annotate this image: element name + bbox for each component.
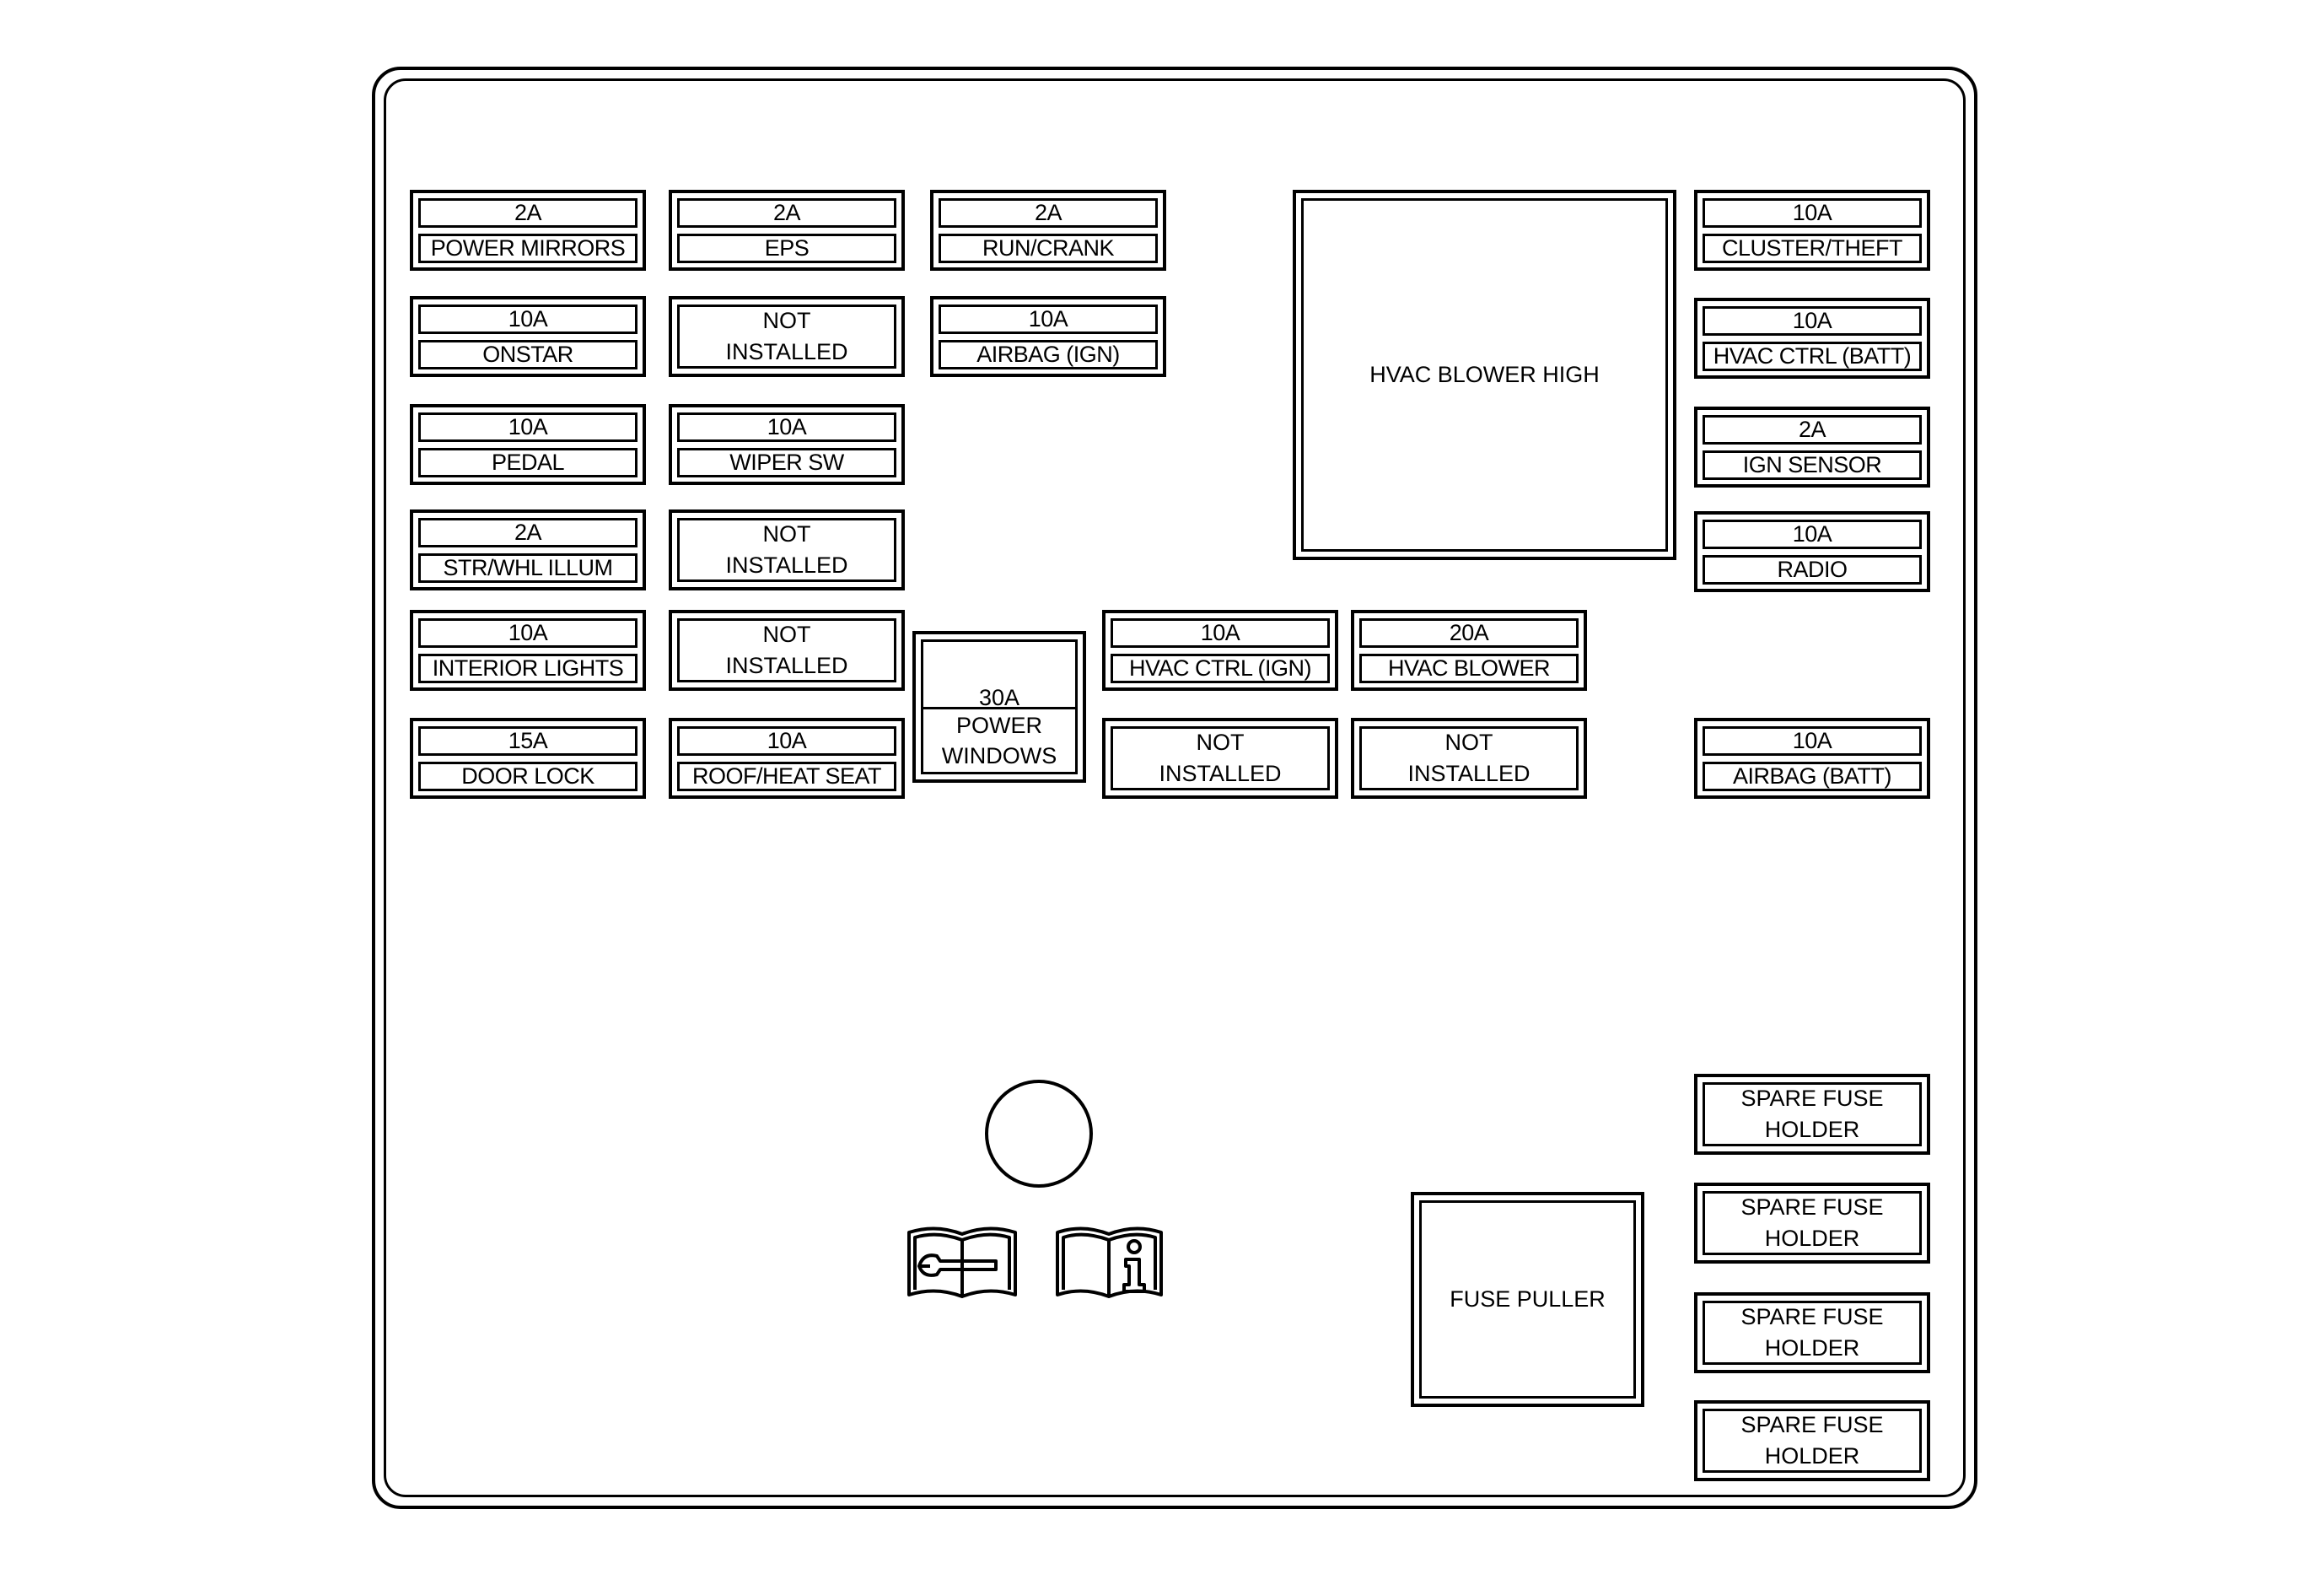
fuse-panel-outline <box>372 67 1977 1509</box>
not-installed-slot: NOT INSTALLED <box>1102 718 1338 799</box>
fuse-label: EPS <box>677 234 896 263</box>
fuse-run-crank[interactable]: 2A RUN/CRANK <box>930 190 1166 271</box>
fuse-power-windows[interactable]: 30A POWER WINDOWS <box>912 631 1086 783</box>
not-installed-slot: NOT INSTALLED <box>669 296 905 377</box>
fuse-amp: 10A <box>939 305 1158 334</box>
fuse-label: HVAC BLOWER <box>1359 654 1579 683</box>
ni-line2: INSTALLED <box>725 553 848 578</box>
fuse-amp: 10A <box>1111 618 1330 648</box>
fuse-amp: 20A <box>1359 618 1579 648</box>
fuse-cluster-theft[interactable]: 10A CLUSTER/THEFT <box>1694 190 1930 271</box>
fuse-label: STR/WHL ILLUM <box>418 553 637 583</box>
spare-line2: HOLDER <box>1764 1117 1860 1142</box>
fuse-hvac-ctrl-ign[interactable]: 10A HVAC CTRL (IGN) <box>1102 610 1338 691</box>
spare-line2: HOLDER <box>1764 1335 1860 1361</box>
spare-fuse-holder[interactable]: SPARE FUSE HOLDER <box>1694 1074 1930 1155</box>
fuse-eps[interactable]: 2A EPS <box>669 190 905 271</box>
fuse-door-lock[interactable]: 15A DOOR LOCK <box>410 718 646 799</box>
fuse-ign-sensor[interactable]: 2A IGN SENSOR <box>1694 407 1930 488</box>
fuse-amp: 2A <box>939 198 1158 228</box>
spare-line2: HOLDER <box>1764 1226 1860 1251</box>
owner-manual-info-icon <box>1056 1226 1163 1298</box>
fuse-amp: 2A <box>1703 415 1922 445</box>
ni-line1: NOT <box>762 521 811 547</box>
fuse-amp: 10A <box>1703 198 1922 228</box>
hvac-blower-high-relay[interactable]: HVAC BLOWER HIGH <box>1293 190 1676 560</box>
fuse-radio[interactable]: 10A RADIO <box>1694 511 1930 592</box>
fuse-label: WIPER SW <box>677 448 896 477</box>
fuse-onstar[interactable]: 10A ONSTAR <box>410 296 646 377</box>
ni-line1: NOT <box>1196 730 1245 755</box>
fuse-amp: 10A <box>677 726 896 756</box>
fuse-interior-lights[interactable]: 10A INTERIOR LIGHTS <box>410 610 646 691</box>
fuse-label: ONSTAR <box>418 340 637 369</box>
ni-line2: INSTALLED <box>725 339 848 364</box>
spare-fuse-holder[interactable]: SPARE FUSE HOLDER <box>1694 1292 1930 1373</box>
not-installed-slot: NOT INSTALLED <box>669 509 905 590</box>
ni-line1: NOT <box>1444 730 1493 755</box>
fuse-amp: 10A <box>1703 306 1922 336</box>
fuse-label: CLUSTER/THEFT <box>1703 234 1922 263</box>
fuse-amp: 10A <box>418 618 637 648</box>
ni-line2: INSTALLED <box>725 653 848 678</box>
fuse-amp: 15A <box>418 726 637 756</box>
fuse-amp: 2A <box>418 198 637 228</box>
service-manual-wrench-icon <box>907 1226 1017 1298</box>
not-installed-slot: NOT INSTALLED <box>669 610 905 691</box>
pw-line1: POWER <box>955 713 1042 738</box>
fuse-label: AIRBAG (IGN) <box>939 340 1158 369</box>
fuse-label: RUN/CRANK <box>939 234 1158 263</box>
fuse-puller-label: FUSE PULLER <box>1450 1286 1606 1312</box>
ni-line2: INSTALLED <box>1407 761 1531 786</box>
fuse-hvac-blower[interactable]: 20A HVAC BLOWER <box>1351 610 1587 691</box>
fuse-label: ROOF/HEAT SEAT <box>677 762 896 791</box>
fuse-pedal[interactable]: 10A PEDAL <box>410 404 646 485</box>
relay-label: HVAC BLOWER HIGH <box>1369 362 1600 387</box>
spare-fuse-holder[interactable]: SPARE FUSE HOLDER <box>1694 1183 1930 1264</box>
not-installed-slot: NOT INSTALLED <box>1351 718 1587 799</box>
fuse-label: IGN SENSOR <box>1703 450 1922 480</box>
ni-line1: NOT <box>762 622 811 647</box>
fuse-label: DOOR LOCK <box>418 762 637 791</box>
ni-line2: INSTALLED <box>1159 761 1282 786</box>
spare-line2: HOLDER <box>1764 1443 1860 1469</box>
fuse-label: AIRBAG (BATT) <box>1703 762 1922 791</box>
fuse-airbag-ign[interactable]: 10A AIRBAG (IGN) <box>930 296 1166 377</box>
ni-line1: NOT <box>762 308 811 333</box>
fuse-power-mirrors[interactable]: 2A POWER MIRRORS <box>410 190 646 271</box>
fuse-amp: 30A <box>978 685 1020 710</box>
fuse-airbag-batt[interactable]: 10A AIRBAG (BATT) <box>1694 718 1930 799</box>
fuse-amp: 10A <box>418 412 637 442</box>
fuse-puller[interactable]: FUSE PULLER <box>1411 1192 1644 1407</box>
fuse-label: PEDAL <box>418 448 637 477</box>
mounting-hole <box>985 1080 1093 1188</box>
spare-fuse-holder[interactable]: SPARE FUSE HOLDER <box>1694 1400 1930 1481</box>
fuse-label: HVAC CTRL (IGN) <box>1111 654 1330 683</box>
fuse-wiper-sw[interactable]: 10A WIPER SW <box>669 404 905 485</box>
fuse-label: HVAC CTRL (BATT) <box>1703 342 1922 371</box>
fuse-roof-heat-seat[interactable]: 10A ROOF/HEAT SEAT <box>669 718 905 799</box>
spare-line1: SPARE FUSE <box>1740 1194 1884 1220</box>
spare-line1: SPARE FUSE <box>1740 1304 1884 1329</box>
fuse-label: RADIO <box>1703 555 1922 585</box>
fuse-label: INTERIOR LIGHTS <box>418 654 637 683</box>
spare-line1: SPARE FUSE <box>1740 1412 1884 1437</box>
fuse-hvac-ctrl-batt[interactable]: 10A HVAC CTRL (BATT) <box>1694 298 1930 379</box>
fuse-amp: 2A <box>418 518 637 547</box>
fuse-label: POWER MIRRORS <box>418 234 637 263</box>
fuse-amp: 10A <box>1703 726 1922 756</box>
fuse-amp: 10A <box>418 305 637 334</box>
fuse-amp: 2A <box>677 198 896 228</box>
fuse-amp: 10A <box>677 412 896 442</box>
spare-line1: SPARE FUSE <box>1740 1086 1884 1111</box>
fuse-amp: 10A <box>1703 520 1922 549</box>
fuse-str-whl-illum[interactable]: 2A STR/WHL ILLUM <box>410 509 646 590</box>
pw-line2: WINDOWS <box>941 743 1057 768</box>
